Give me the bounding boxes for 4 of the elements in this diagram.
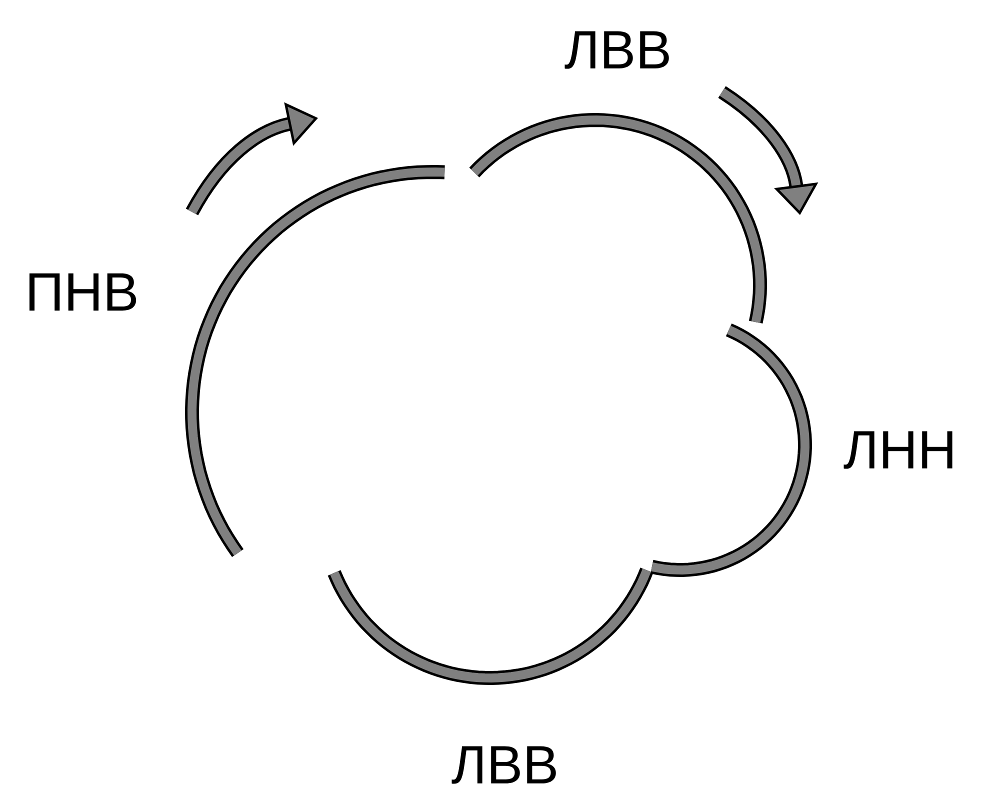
region-label: ЛНН: [844, 431, 952, 469]
region-label: ЛВВ: [452, 746, 556, 784]
region-label: ЛВВ: [564, 31, 669, 69]
region-label: ПНВ: [29, 273, 136, 311]
